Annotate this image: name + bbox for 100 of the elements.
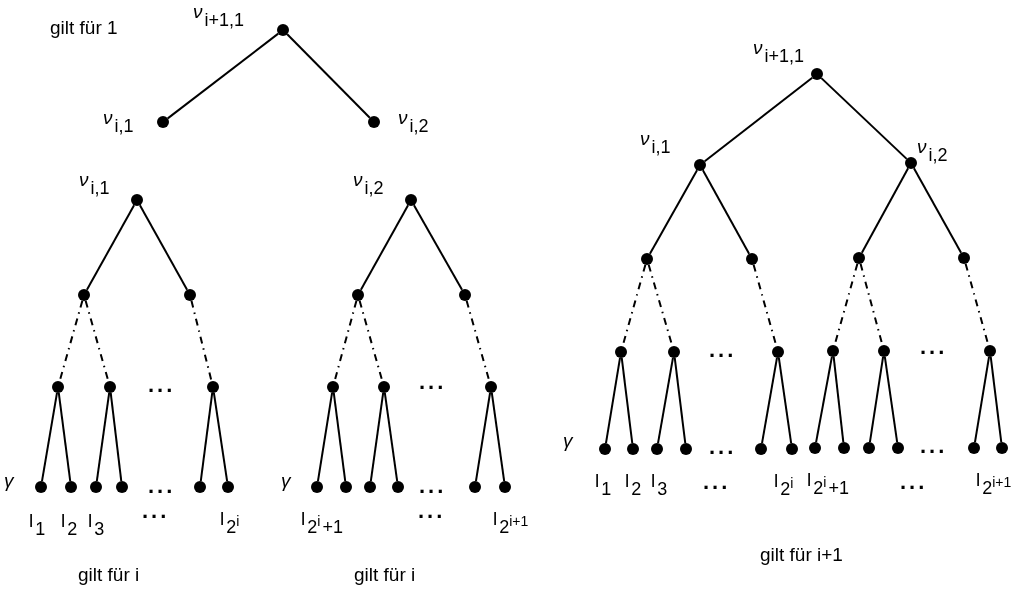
tree-node-dot — [984, 345, 996, 357]
tree-node-dot — [52, 381, 64, 393]
tree-edge — [332, 391, 347, 483]
tree-edge — [474, 391, 492, 483]
tree-node-dot — [499, 481, 511, 493]
ellipsis: ... — [418, 500, 446, 522]
tree-node-dot — [996, 442, 1008, 454]
tree-node-dot — [184, 289, 196, 301]
tree-edge — [369, 391, 385, 483]
tree-edge — [832, 355, 845, 444]
tree-edge — [109, 391, 123, 483]
tree-edge — [190, 299, 213, 383]
tree-edge — [605, 356, 621, 445]
tree-edge — [648, 169, 699, 255]
tree-node-dot — [863, 442, 875, 454]
tree-node-dot — [485, 381, 497, 393]
tree-node-dot — [651, 443, 663, 455]
tree-node-dot — [694, 159, 706, 171]
leaf-row-label: γ — [4, 471, 14, 490]
caption-text: gilt für i+1 — [760, 545, 843, 564]
ellipsis: ... — [900, 471, 928, 493]
tree-edge — [620, 356, 634, 445]
tree-node-dot — [352, 289, 364, 301]
tree-node-dot — [459, 289, 471, 301]
tree-edge — [701, 169, 751, 255]
tree-edge — [657, 356, 674, 445]
tree-edge — [41, 391, 58, 483]
tree-edge — [199, 391, 214, 483]
tree-node-dot — [786, 443, 798, 455]
tree-node-dot — [958, 252, 970, 264]
ellipsis: ... — [920, 435, 948, 457]
tree-node-dot — [368, 116, 380, 128]
ellipsis: ... — [920, 336, 948, 358]
tree-edge — [815, 355, 833, 444]
tree-node-dot — [892, 442, 904, 454]
ellipsis: ... — [709, 436, 737, 458]
tree-node-dot — [878, 345, 890, 357]
ellipsis: ... — [148, 475, 176, 497]
tree-node-dot — [827, 345, 839, 357]
tree-node-dot — [968, 442, 980, 454]
tree-edge — [820, 77, 908, 160]
tree-edge — [989, 355, 1003, 444]
tree-node-dot — [222, 481, 234, 493]
tree-edge — [703, 76, 814, 163]
ellipsis: ... — [709, 339, 737, 361]
tree-node-dot — [838, 442, 850, 454]
tree-node-dot — [680, 443, 692, 455]
tree-edge — [412, 204, 464, 291]
tree-node-dot — [853, 252, 865, 264]
tree-node-dot — [116, 481, 128, 493]
ellipsis: ... — [419, 475, 447, 497]
tree-edge — [95, 391, 111, 483]
caption-text: gilt für i — [354, 565, 416, 584]
tree-edge — [57, 391, 72, 483]
tree-node-dot — [627, 443, 639, 455]
tree-node-dot — [615, 346, 627, 358]
tree-edge — [490, 391, 506, 483]
tree-node-dot — [641, 253, 653, 265]
tree-node-dot — [405, 194, 417, 206]
tree-node-dot — [809, 442, 821, 454]
ellipsis: ... — [142, 500, 170, 522]
tree-node-dot — [65, 481, 77, 493]
tree-node-dot — [772, 346, 784, 358]
tree-node-dot — [340, 481, 352, 493]
tree-node-dot — [104, 381, 116, 393]
tree-edge — [383, 391, 399, 483]
tree-node-dot — [35, 481, 47, 493]
tree-node-dot — [207, 381, 219, 393]
tree-node-dot — [78, 289, 90, 301]
tree-node-dot — [364, 481, 376, 493]
tree-edge — [286, 33, 371, 119]
tree-edge — [138, 204, 189, 291]
tree-edge — [860, 167, 910, 254]
tree-node-dot — [131, 194, 143, 206]
tree-node-dot — [469, 481, 481, 493]
tree-node-dot — [811, 68, 823, 80]
ellipsis: ... — [419, 371, 447, 393]
tree-node-dot — [746, 253, 758, 265]
caption-text: gilt für 1 — [50, 18, 118, 37]
tree-edge — [212, 391, 229, 483]
tree-edge — [883, 355, 899, 444]
tree-edge — [974, 355, 990, 444]
tree-edge — [761, 356, 778, 445]
ellipsis: ... — [703, 471, 731, 493]
caption-text: gilt für i — [78, 565, 140, 584]
tree-edge — [868, 355, 885, 444]
tree-edge — [316, 391, 334, 483]
tree-node-dot — [755, 443, 767, 455]
tree-node-dot — [599, 443, 611, 455]
leaf-row-label: γ — [563, 431, 573, 450]
tree-node-dot — [327, 381, 339, 393]
tree-node-dot — [90, 481, 102, 493]
tree-node-dot — [311, 481, 323, 493]
tree-node-dot — [905, 157, 917, 169]
tree-node-dot — [157, 116, 169, 128]
leaf-row-label: γ — [281, 471, 291, 490]
tree-node-dot — [277, 24, 289, 36]
ellipsis: ... — [148, 374, 176, 396]
tree-edge — [359, 204, 410, 291]
tree-edge — [912, 167, 963, 254]
